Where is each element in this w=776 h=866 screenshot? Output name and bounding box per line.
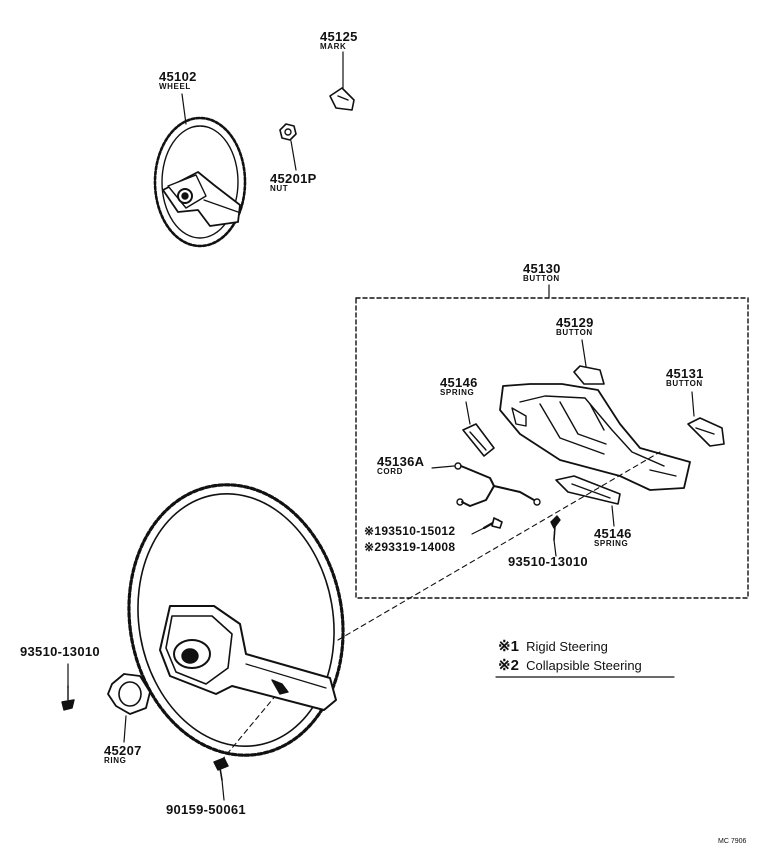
leader-45136a [431, 465, 455, 469]
part-number: 45125 [320, 29, 358, 44]
spring-45146-left [462, 423, 495, 457]
leader-45102 [181, 93, 187, 125]
legend-text: Rigid Steering [526, 639, 608, 654]
button-45131 [687, 417, 725, 447]
part-number: 45131 [666, 366, 704, 381]
part-number: 45102 [159, 69, 197, 84]
part-number: 45136A [377, 454, 425, 469]
screw-axis-line [221, 687, 283, 761]
leader-193510 [471, 527, 485, 535]
part-name: WHEEL [159, 82, 191, 91]
callout-45130: 45130 BUTTON [523, 262, 561, 283]
callout-45129: 45129 BUTTON [556, 316, 594, 337]
leader-45131 [691, 391, 695, 417]
part-number: 45207 [104, 743, 142, 758]
part-number: 45146 [440, 375, 478, 390]
part-number: 45201P [270, 171, 317, 186]
leader-45146-left [465, 401, 471, 425]
button-assembly-box [355, 297, 749, 599]
callout-45102: 45102 WHEEL [159, 70, 197, 91]
callout-93510-inner: 93510-13010 [508, 554, 588, 569]
callout-90159: 90159-50061 [166, 802, 246, 817]
part-name: BUTTON [523, 274, 560, 283]
part-name: NUT [270, 184, 289, 193]
callout-93510-outer: 93510-13010 [20, 644, 100, 659]
large-steering-wheel [127, 483, 345, 757]
leader-45129 [581, 339, 587, 367]
part-number: 45129 [556, 315, 594, 330]
part-name: MARK [320, 42, 347, 51]
part-name: SPRING [440, 388, 475, 397]
part-name: RING [104, 756, 127, 765]
callout-293319: ※293319-14008 [364, 540, 456, 554]
callout-45207: 45207 RING [104, 744, 142, 765]
callout-45125: 45125 MARK [320, 30, 358, 51]
legend-text: Collapsible Steering [526, 658, 642, 673]
diagram-code: MC 7906 [718, 838, 747, 845]
legend-marker: ※1 [498, 638, 519, 655]
spring-45146-right [555, 475, 621, 505]
small-steering-wheel [153, 116, 247, 248]
leader-90159 [221, 779, 225, 801]
horn-cord [454, 462, 541, 507]
part-number: 45130 [523, 261, 561, 276]
bolt-193510 [482, 517, 503, 530]
legend-item-collapsible: ※2 Collapsible Steering [498, 658, 642, 673]
part-name: BUTTON [666, 379, 703, 388]
contact-ring [107, 673, 151, 715]
leader-93510-inner [553, 539, 557, 557]
mark-emblem [329, 87, 355, 111]
callout-45201p: 45201P NUT [270, 172, 317, 193]
callout-193510: ※193510-15012 [364, 524, 456, 538]
legend-item-rigid: ※1 Rigid Steering [498, 639, 608, 654]
screw-90159 [213, 757, 229, 781]
nut [279, 123, 297, 141]
callout-45131: 45131 BUTTON [666, 367, 704, 388]
screw-93510-outer [61, 685, 75, 711]
button-45129 [573, 365, 605, 385]
part-name: SPRING [594, 539, 629, 548]
part-number: 45146 [594, 526, 632, 541]
part-name: BUTTON [556, 328, 593, 337]
leader-45207 [123, 715, 127, 743]
callout-45146-right: 45146 SPRING [594, 527, 632, 548]
legend-marker: ※2 [498, 657, 519, 674]
callout-45136a: 45136A CORD [377, 455, 424, 476]
horn-button-pad [499, 383, 691, 491]
part-name: CORD [377, 467, 403, 476]
assembly-axis-line [337, 451, 661, 641]
callout-45146-left: 45146 SPRING [440, 376, 478, 397]
screw-93510-inner [550, 515, 561, 541]
leader-45146-right [611, 505, 615, 527]
leader-45201p [290, 140, 297, 171]
